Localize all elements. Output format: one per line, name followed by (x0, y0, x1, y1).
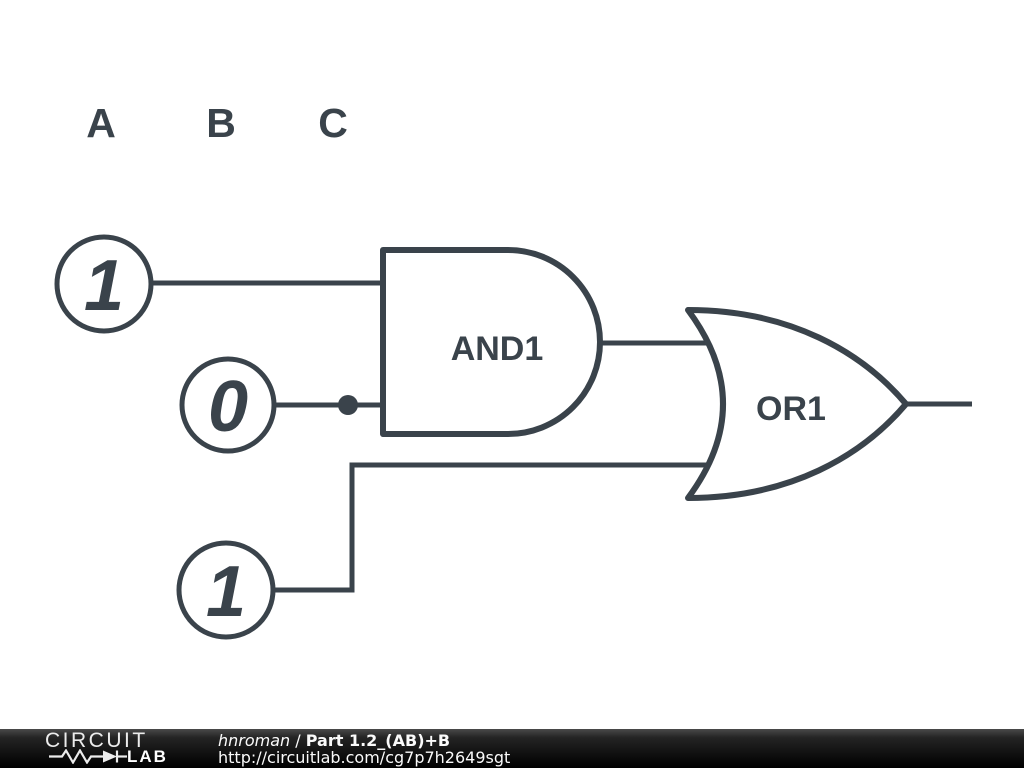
input-source-b-value: 0 (208, 367, 248, 447)
input-source-c[interactable]: 1 (176, 540, 276, 640)
circuit-title: Part 1.2_(AB)+B (305, 731, 451, 750)
author-name: hnroman (218, 731, 291, 750)
input-source-a-value: 1 (84, 246, 124, 326)
footer-meta: hnroman / Part 1.2_(AB)+B http://circuit… (218, 732, 510, 766)
junction-dot (338, 395, 358, 415)
or-gate-label: OR1 (756, 390, 826, 428)
logo-word-circuit: CIRCUIT (45, 729, 148, 752)
logo-word-lab: LAB (127, 747, 168, 766)
and-gate-body (380, 247, 603, 437)
input-source-a[interactable]: 1 (54, 234, 154, 334)
input-source-a-body (54, 234, 154, 334)
circuitlab-logo: CIRCUIT LAB (45, 729, 215, 766)
wire-c-to-or[interactable] (270, 462, 710, 593)
resistor-diode-icon (49, 749, 127, 764)
circuit-url: http://circuitlab.com/cg7p7h2649sgt (218, 748, 511, 767)
node-label-a: A (86, 100, 116, 146)
and-gate[interactable]: AND1 (380, 247, 603, 437)
input-source-c-value: 1 (206, 552, 246, 632)
footer-title-line: hnroman / Part 1.2_(AB)+B (218, 732, 510, 749)
or-gate[interactable]: OR1 (685, 307, 909, 501)
input-source-b[interactable]: 0 (179, 356, 277, 454)
and-gate-label: AND1 (451, 330, 544, 368)
input-source-b-body (179, 356, 277, 454)
footer-bar: CIRCUIT LAB hnroman / Part 1.2_(AB)+B ht… (0, 729, 1024, 768)
circuit-canvas: A B C AND1 OR1 1 0 1 (54, 100, 972, 640)
author-title-separator: / (290, 731, 306, 750)
node-label-b: B (206, 100, 236, 146)
input-source-c-body (176, 540, 276, 640)
node-label-c: C (318, 100, 348, 146)
or-gate-body (685, 307, 909, 501)
